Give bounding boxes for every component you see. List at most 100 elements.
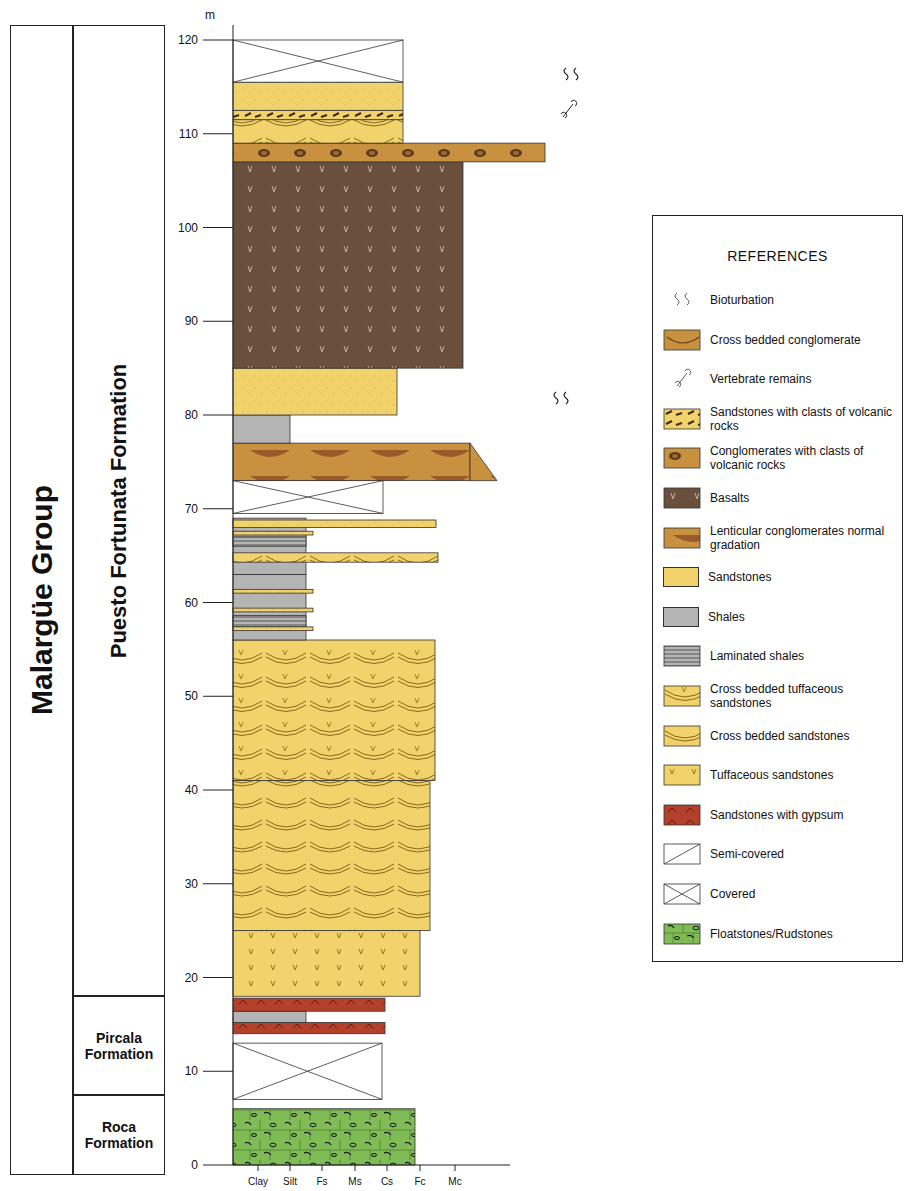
unit-name: Pircala Formation: [74, 1030, 164, 1062]
depth-ticks: [203, 40, 233, 1165]
covered-interval: [664, 844, 700, 864]
legend-swatch: [663, 645, 701, 667]
bed-flt: [233, 1109, 415, 1165]
legend-sample: [664, 330, 700, 350]
legend-item: Laminated shales: [663, 638, 898, 674]
depth-label: 40: [185, 783, 198, 797]
bioturbation-symbol: [554, 68, 578, 404]
legend-swatch: [663, 447, 701, 469]
bed-snd: [233, 368, 397, 415]
depth-label: 100: [178, 221, 198, 235]
legend-item: Conglomerates with clasts of volcanic ro…: [663, 440, 898, 476]
bed-snd: [233, 608, 313, 612]
legend-swatch: [663, 804, 701, 826]
covered-interval: [233, 40, 403, 82]
bed-snd: [233, 531, 313, 535]
legend-swatch: [663, 289, 701, 311]
legend-text: Shales: [708, 610, 896, 624]
depth-label: 20: [185, 971, 198, 985]
cover-cross: [233, 481, 383, 514]
cover-cross: [664, 844, 700, 864]
legend-swatch: [663, 527, 701, 549]
legend-sample: [664, 409, 700, 429]
depth-tick: [203, 1071, 233, 1072]
legend-text: Sandstones with gypsum: [710, 808, 898, 822]
legend-item: Shales: [663, 599, 896, 635]
legend-text: Cross bedded tuffaceous sandstones: [710, 682, 898, 710]
group-column: Malargüe Group: [10, 25, 73, 1175]
legend-swatch: [663, 685, 701, 707]
legend-swatch: [663, 764, 701, 786]
cover-cross: [664, 884, 700, 904]
legend-sample: [664, 726, 700, 746]
legend-swatch: [663, 883, 701, 905]
cover-cross: [233, 40, 403, 82]
bed-crs: [233, 553, 438, 562]
depth-tick: [203, 790, 233, 791]
unit-name: Roca Formation: [74, 1119, 164, 1151]
legend-item: Bioturbation: [663, 282, 898, 318]
legend-swatch: [663, 368, 701, 390]
legend-sample: [664, 448, 700, 468]
legend-title: REFERENCES: [653, 248, 902, 264]
legend-text: Cross bedded sandstones: [710, 729, 898, 743]
bed-lam: [233, 616, 306, 627]
bed-crs: [233, 120, 403, 143]
legend-text: Lenticular conglomerates normal gradatio…: [710, 524, 898, 552]
bed-gyp: [233, 998, 385, 1011]
bed-tuf: [233, 931, 420, 997]
grain-size-label: Silt: [283, 1176, 297, 1187]
depth-label: 0: [191, 1158, 198, 1172]
legend-swatch: [663, 607, 699, 627]
legend-sample: [664, 646, 700, 666]
covered-interval: [233, 481, 383, 514]
depth-tick: [203, 133, 233, 134]
legend-swatch: [663, 725, 701, 747]
bed-gyp: [233, 1023, 385, 1034]
bed-len: [233, 443, 470, 481]
unit-name: Puesto Fortunata Formation: [106, 363, 132, 658]
formation-box: Pircala Formation: [73, 996, 165, 1095]
bed-snd: [233, 82, 403, 110]
formation-box: Roca Formation: [73, 1095, 165, 1175]
legend-text: Cross bedded conglomerate: [710, 333, 898, 347]
depth-label: 50: [185, 689, 198, 703]
bed-vsd: [233, 110, 403, 119]
depth-tick: [203, 227, 233, 228]
legend-sample: [664, 765, 700, 785]
bed-cgv: [233, 143, 545, 162]
legend-sample: [664, 924, 700, 944]
bed-sh: [233, 415, 290, 443]
legend-text: Bioturbation: [710, 293, 898, 307]
legend-swatch: [663, 408, 701, 430]
legend-item: Sandstones with clasts of volcanic rocks: [663, 401, 898, 437]
depth-label: 120: [178, 33, 198, 47]
legend-text: Tuffaceous sandstones: [710, 768, 898, 782]
legend-sample: [664, 686, 700, 706]
bed-layers: [233, 40, 545, 1165]
bed-bas: [233, 162, 463, 368]
unit-label: m: [205, 8, 215, 22]
depth-label: 90: [185, 314, 198, 328]
depth-label: 10: [185, 1064, 198, 1078]
depth-tick: [203, 415, 233, 416]
bed-lam: [233, 537, 306, 546]
bed-crt: [233, 640, 435, 781]
covered-interval: [664, 884, 700, 904]
legend-text: Floatstones/Rudstones: [710, 927, 898, 941]
legend-item: Covered: [663, 876, 898, 912]
legend-item: Lenticular conglomerates normal gradatio…: [663, 520, 898, 556]
bed-snd: [233, 520, 436, 528]
legend-item: Cross bedded tuffaceous sandstones: [663, 678, 898, 714]
legend-text: Semi-covered: [710, 847, 898, 861]
depth-tick: [203, 508, 233, 509]
vertebrate-symbol: [675, 369, 691, 387]
legend-swatch: [663, 567, 699, 587]
legend-text: Laminated shales: [710, 649, 898, 663]
legend-swatch: [663, 487, 701, 509]
legend-item: Sandstones: [663, 559, 896, 595]
bioturbation-symbol: [675, 293, 689, 305]
formation-box: Puesto Fortunata Formation: [73, 25, 165, 996]
legend-text: Vertebrate remains: [710, 372, 898, 386]
